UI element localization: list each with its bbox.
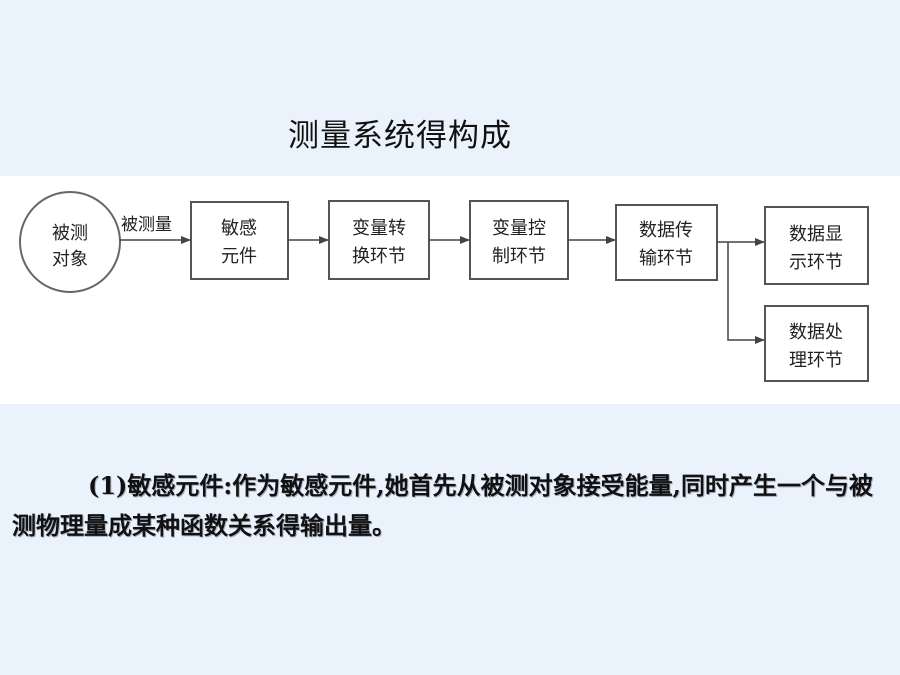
transmission-line1: 数据传 (639, 220, 693, 241)
measured-object-line1: 被测 (52, 223, 88, 244)
processing-node (764, 305, 869, 382)
controller-node (469, 200, 569, 280)
sensor-line1: 敏感 (221, 218, 257, 239)
converter-line1: 变量转 (352, 218, 406, 239)
transmission-line2: 输环节 (639, 248, 693, 269)
measured-quantity-label: 被测量 (121, 215, 172, 235)
converter-node (328, 200, 430, 280)
processing-line2: 理环节 (789, 350, 843, 371)
diagram-area (0, 176, 900, 404)
measured-object-line2: 对象 (52, 249, 88, 270)
slide-title: 测量系统得构成 (288, 118, 512, 154)
display-line2: 示环节 (789, 252, 843, 273)
converter-line2: 换环节 (352, 246, 406, 267)
description-paragraph: (1)敏感元件:作为敏感元件,她首先从被测对象接受能量,同时产生一个与被测物理量… (12, 466, 888, 546)
sensor-node (190, 201, 289, 280)
controller-line2: 制环节 (492, 246, 546, 267)
description-text: (1)敏感元件:作为敏感元件,她首先从被测对象接受能量,同时产生一个与被测物理量… (12, 471, 873, 540)
processing-line1: 数据处 (789, 322, 843, 343)
display-node (764, 206, 869, 285)
arrow-transmission-to-processing (727, 242, 765, 344)
controller-line1: 变量控 (492, 218, 546, 239)
sensor-line2: 元件 (221, 246, 257, 267)
display-line1: 数据显 (789, 224, 843, 245)
measured-object-node (19, 191, 121, 293)
